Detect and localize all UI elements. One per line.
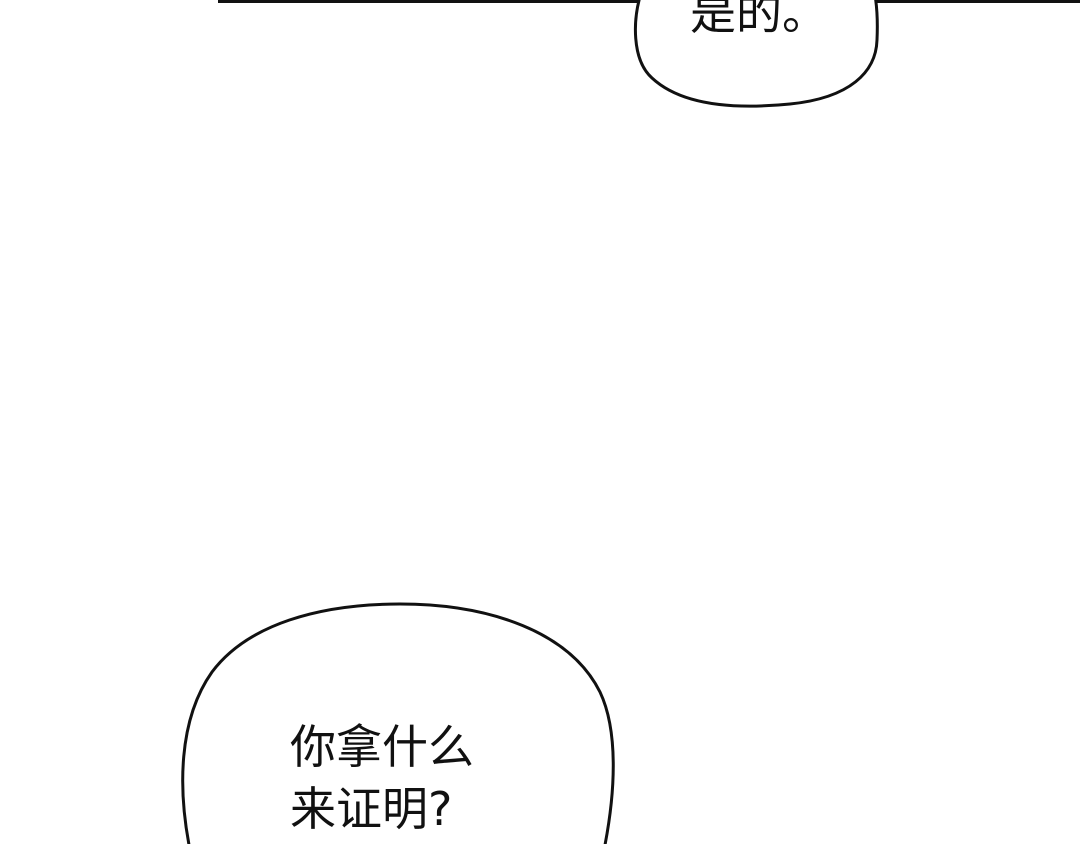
speech-bubble-bottom [181, 602, 615, 844]
speech-bubble-bottom-text: 你拿什么 来证明? [290, 716, 474, 840]
speech-bubble-top [633, 0, 879, 108]
speech-line-1: 你拿什么 [290, 720, 474, 774]
speech-line-2: 来证明? [290, 782, 453, 836]
speech-bubble-top-text: 是的。 [690, 0, 828, 40]
